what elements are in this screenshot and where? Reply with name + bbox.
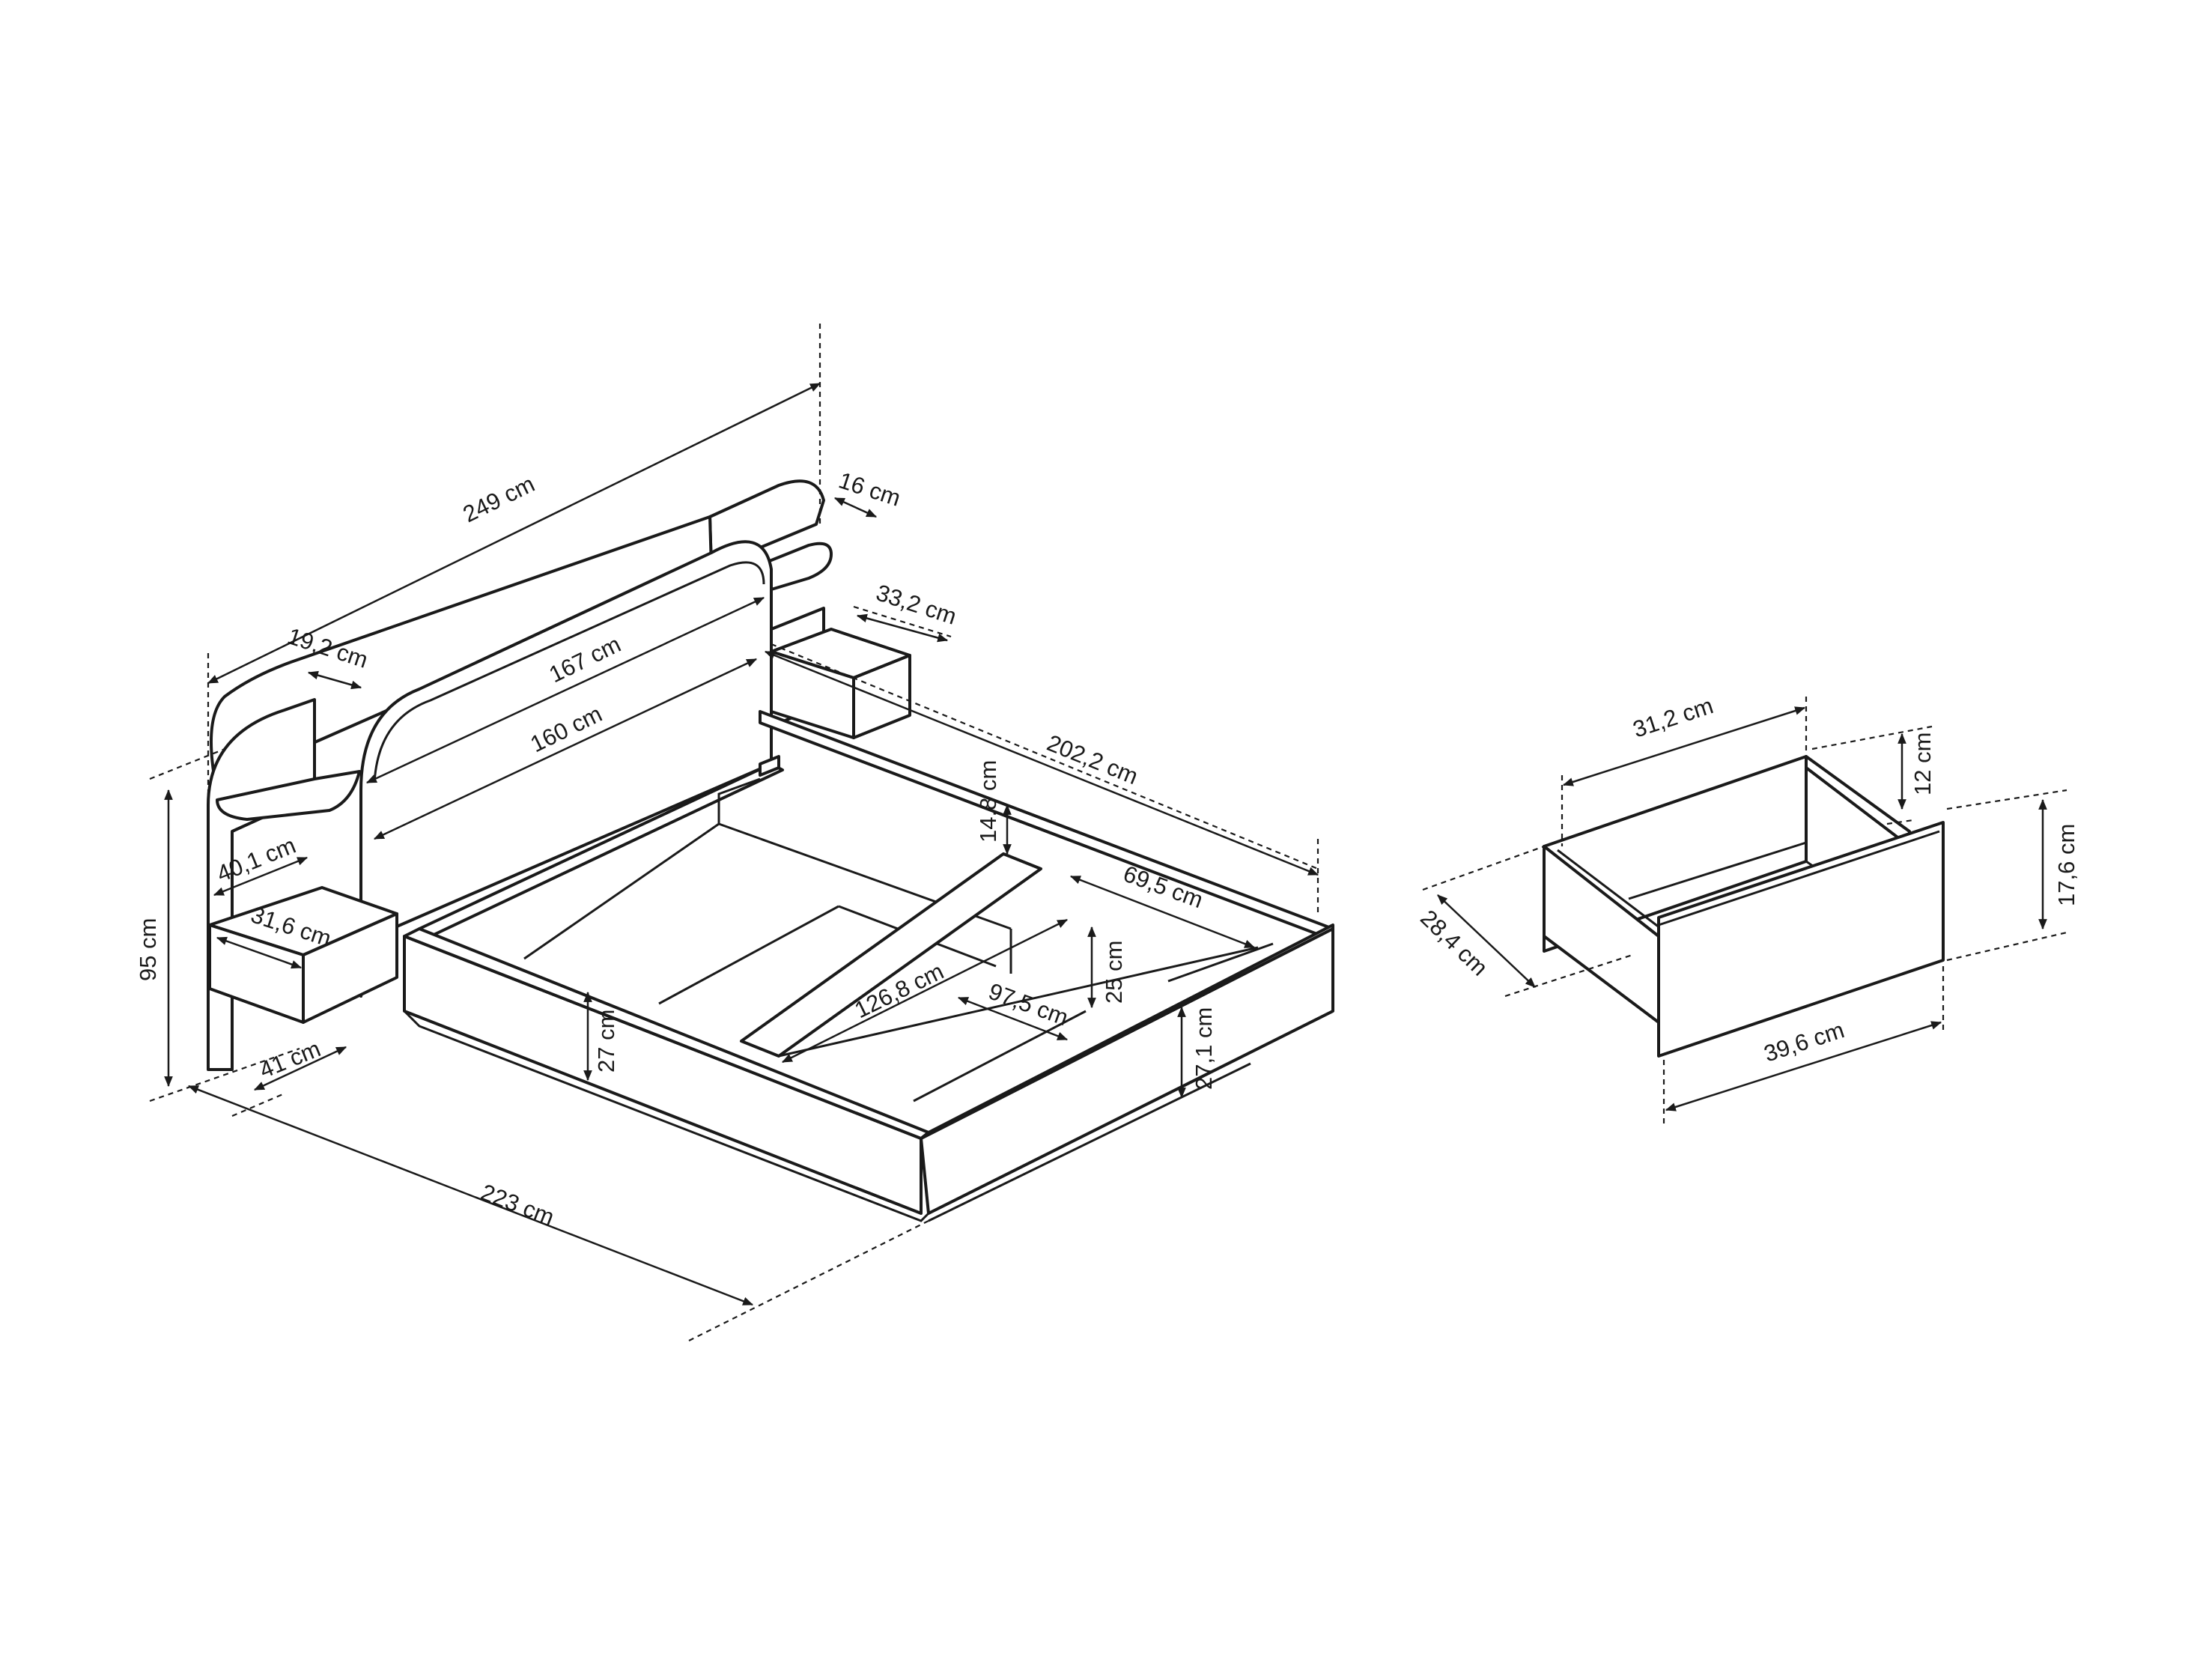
drawer-drawing — [1543, 755, 1945, 1058]
label-storage-inner: 97,5 cm — [985, 978, 1072, 1031]
label-side-panel-depth: 16 cm — [836, 467, 904, 511]
label-drawer-depth: 28,4 cm — [1415, 905, 1493, 981]
dim-line-storage-length — [781, 918, 1069, 1064]
dim-line-overall-length — [187, 1085, 754, 1306]
bed-dimensions: 249 cm 16 cm 33,2 cm 19,2 cm 167 cm 160 … — [135, 324, 1319, 1341]
right-nightstand — [770, 607, 911, 739]
drawer-front — [1657, 821, 1945, 1058]
label-frame-length: 202,2 cm — [1043, 730, 1141, 789]
dim-line-frame-length — [764, 650, 1319, 876]
label-drawer-front-height: 17,6 cm — [2053, 824, 2079, 906]
dim-line-overall-width — [207, 382, 821, 685]
dim-line-nightstand-width — [216, 936, 303, 969]
dim-line-drawer-front-width — [1665, 1021, 1942, 1111]
left-shelf — [216, 770, 361, 821]
dim-line-drawer-width — [1562, 706, 1806, 786]
dim-line-storage-width — [1069, 875, 1256, 949]
left-nightstand — [208, 886, 398, 1024]
dim-line-inner-width — [373, 658, 758, 840]
label-nightstand-top-depth: 33,2 cm — [873, 579, 960, 629]
dim-line-drawer-depth — [1437, 894, 1536, 988]
dim-line-storage-inner — [957, 996, 1069, 1041]
label-slat-gap: 14,8 cm — [975, 760, 1001, 843]
bed-drawing — [207, 479, 1334, 1222]
label-nightstand-length: 41 cm — [256, 1035, 324, 1083]
dim-line-nightstand-top-depth — [856, 613, 949, 643]
dim-line-nightstand-depth — [213, 856, 309, 897]
label-drawer-front-width: 39,6 cm — [1760, 1016, 1847, 1067]
label-overall-width: 249 cm — [459, 470, 539, 527]
dim-line-shelf-depth — [307, 670, 362, 690]
label-height: 95 cm — [135, 918, 161, 981]
label-drawer-width: 31,2 cm — [1629, 692, 1716, 742]
dim-line-nightstand-length — [253, 1046, 347, 1091]
label-footboard-height: 27,1 cm — [1191, 1007, 1217, 1090]
dim-line-side-panel-depth — [833, 497, 878, 518]
label-overall-length: 223 cm — [477, 1179, 557, 1231]
label-frame-height: 27 cm — [593, 1010, 619, 1073]
label-drawer-height: 12 cm — [1909, 733, 1936, 795]
label-storage-height: 25 cm — [1101, 941, 1127, 1004]
